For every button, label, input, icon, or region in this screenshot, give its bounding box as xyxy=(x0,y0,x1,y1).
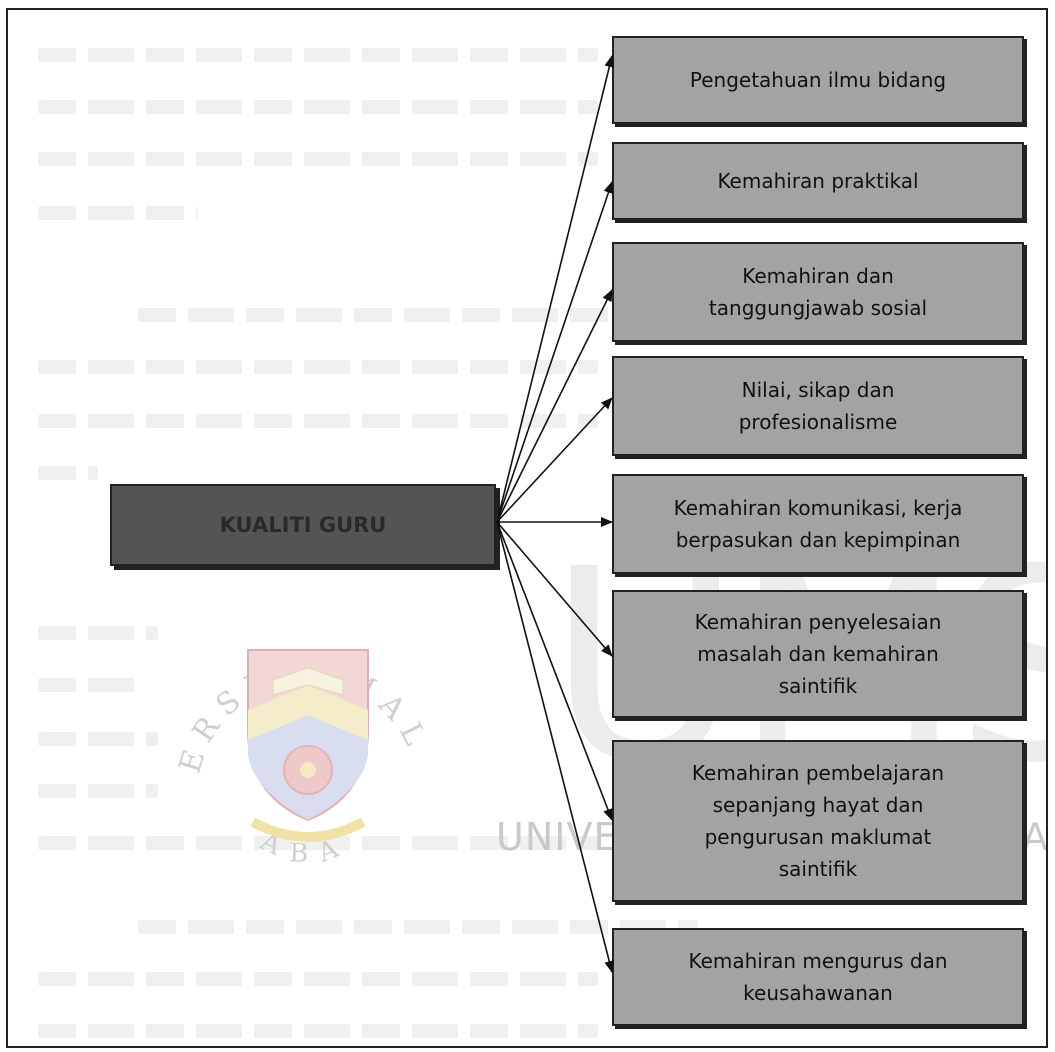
node-komunikasi-kepimpinan: Kemahiran komunikasi, kerja berpasukan d… xyxy=(612,474,1024,574)
node-label: Kemahiran komunikasi, kerja berpasukan d… xyxy=(673,496,963,552)
node-label: Pengetahuan ilmu bidang xyxy=(689,68,947,92)
node-nilai-sikap: Nilai, sikap dan profesionalisme xyxy=(612,356,1024,456)
central-node: KUALITI GURU xyxy=(110,484,496,566)
node-tanggungjawab-sosial: Kemahiran dan tanggungjawab sosial xyxy=(612,242,1024,342)
node-label: Nilai, sikap dan profesionalisme xyxy=(738,378,898,434)
node-label: Kemahiran pembelajaran sepanjang hayat d… xyxy=(691,761,945,881)
node-label: Kemahiran mengurus dan keusahawanan xyxy=(688,949,948,1005)
central-node-label: KUALITI GURU xyxy=(219,513,387,537)
node-label: Kemahiran penyelesaian masalah dan kemah… xyxy=(694,610,942,698)
university-seal-watermark: UNIVERSITI MALAYSIA SABAH xyxy=(158,590,427,869)
node-label: Kemahiran dan tanggungjawab sosial xyxy=(708,264,928,320)
node-penyelesaian-masalah: Kemahiran penyelesaian masalah dan kemah… xyxy=(612,590,1024,718)
node-mengurus-keusahawanan: Kemahiran mengurus dan keusahawanan xyxy=(612,928,1024,1026)
node-kemahiran-praktikal: Kemahiran praktikal xyxy=(612,142,1024,220)
node-pembelajaran-sepanjang-hayat: Kemahiran pembelajaran sepanjang hayat d… xyxy=(612,740,1024,902)
node-label: Kemahiran praktikal xyxy=(717,169,919,193)
node-pengetahuan-ilmu-bidang: Pengetahuan ilmu bidang xyxy=(612,36,1024,124)
